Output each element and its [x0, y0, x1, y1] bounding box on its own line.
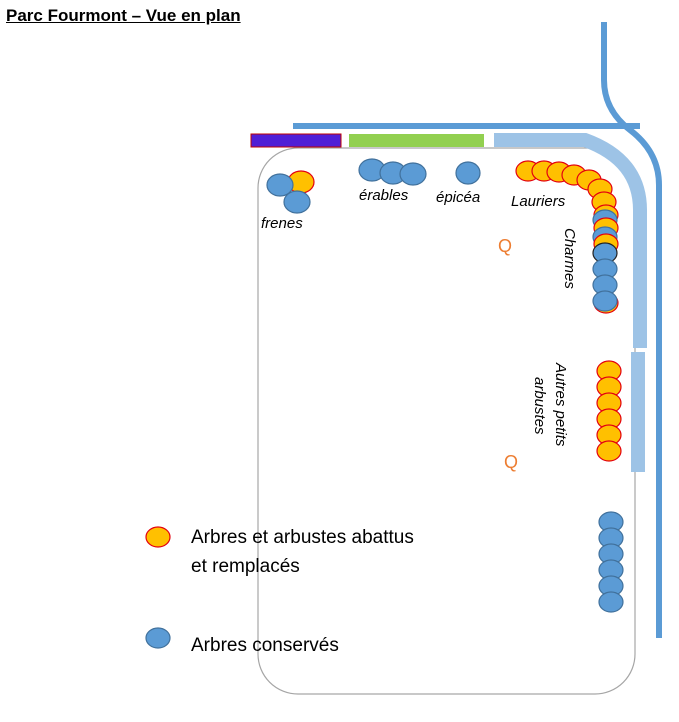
tree-kept: [266, 173, 294, 197]
legend-felled-line1: Arbres et arbustes abattus: [191, 527, 414, 548]
fence-purple: [250, 133, 342, 148]
tree-kept: [592, 290, 618, 312]
legend-felled-symbol: [145, 526, 171, 548]
label-charmes: Charmes: [561, 228, 578, 289]
legend-kept-symbol: [145, 627, 171, 649]
legend-felled-line2: et remplacés: [191, 556, 300, 577]
label-lauriers: Lauriers: [511, 193, 566, 210]
road-outer: [601, 22, 662, 638]
legend-kept: Arbres conservés: [191, 635, 339, 656]
label-frenes: frenes: [261, 215, 303, 232]
page-title: Parc Fourmont – Vue en plan: [6, 6, 241, 25]
tree-kept: [399, 162, 427, 186]
tree-felled: [596, 440, 622, 462]
label-autres-line2: arbustes: [531, 377, 548, 435]
tree-kept: [598, 591, 624, 613]
tree-kept: [283, 190, 311, 214]
label-epicea: épicéa: [436, 189, 481, 206]
park-boundary: [257, 147, 636, 695]
path-light-upper: [494, 133, 647, 348]
q-marker-lower: Q: [504, 452, 519, 472]
label-autres-line1: Autres petits: [552, 363, 569, 447]
label-erables: érables: [359, 187, 409, 204]
tree-kept: [455, 161, 481, 185]
legend-felled: Arbres et arbustes abattus et remplacés: [191, 523, 414, 581]
fence-green: [349, 134, 484, 147]
q-marker-upper: Q: [498, 236, 513, 256]
